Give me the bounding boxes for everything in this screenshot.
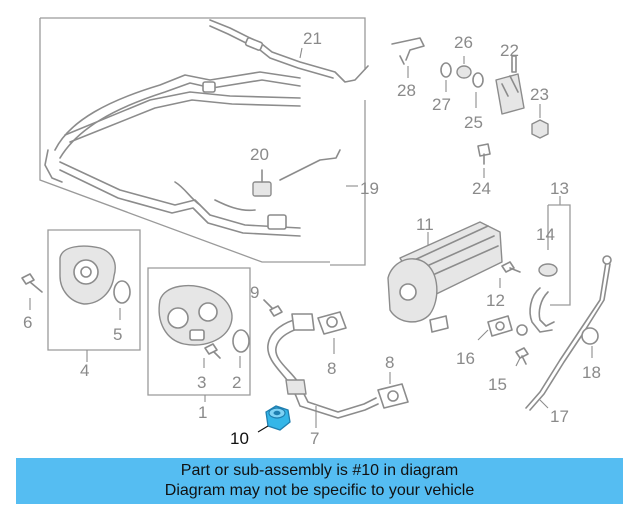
callout-10: 10 (230, 429, 249, 448)
part-17-tube (525, 255, 612, 411)
part-6-bolt (21, 273, 43, 293)
part-10-nut-hole (273, 410, 281, 416)
callout-11: 11 (416, 215, 434, 234)
part-20-sensor (252, 169, 272, 197)
callout-2: 2 (232, 373, 241, 392)
part-8b-gasket (377, 383, 409, 409)
callout-22: 22 (500, 41, 519, 60)
callout-28: 28 (397, 81, 416, 100)
part-15-bolt (515, 347, 529, 365)
callout-25: 25 (464, 113, 483, 132)
callout-9: 9 (250, 283, 259, 302)
part-12-bolt (501, 261, 521, 273)
leader-16 (477, 329, 489, 341)
banner-line-2: Diagram may not be specific to your vehi… (164, 482, 475, 499)
part-25-washer (472, 72, 484, 88)
part-24-bolt (477, 143, 491, 165)
leader-10 (257, 425, 269, 433)
part-23-nut (531, 119, 549, 139)
part-11-egr-cooler (387, 221, 503, 333)
callout-14: 14 (536, 225, 555, 244)
part-16-gasket (487, 315, 513, 337)
callout-4: 4 (80, 361, 89, 380)
part-housing (158, 284, 233, 346)
bracket-13 (547, 196, 571, 306)
part-21-rod (209, 19, 369, 83)
callout-7: 7 (310, 429, 319, 448)
callout-5: 5 (113, 325, 122, 344)
callout-18: 18 (582, 363, 601, 382)
callout-24: 24 (472, 179, 491, 198)
panel-4-outline (47, 229, 141, 351)
leader-17 (539, 399, 549, 409)
part-2-gasket (232, 329, 250, 353)
part-22-solenoid (495, 55, 525, 115)
part-27-washer (440, 62, 452, 78)
callout-26: 26 (454, 33, 473, 52)
callout-13: 13 (550, 179, 569, 198)
part-3-bolt (204, 343, 221, 359)
leader-21 (299, 47, 303, 59)
callout-3: 3 (197, 373, 206, 392)
info-banner: Part or sub-assembly is #10 in diagram D… (16, 458, 623, 504)
callout-21: 21 (303, 29, 322, 48)
part-9-bolt (263, 299, 283, 317)
callout-23: 23 (530, 85, 549, 104)
banner-line-1: Part or sub-assembly is #10 in diagram (180, 462, 459, 479)
callout-8b: 8 (385, 353, 394, 372)
callout-6: 6 (23, 313, 32, 332)
part-7-egr-pipe (267, 313, 379, 419)
callout-17: 17 (550, 407, 569, 426)
part-8a-gasket (317, 311, 347, 335)
part-14-cap (538, 263, 558, 277)
part-13-hose (516, 287, 555, 336)
part-28-bracket (391, 37, 425, 65)
callout-12: 12 (486, 291, 505, 310)
callout-19: 19 (360, 179, 379, 198)
part-26-grommet (456, 65, 472, 79)
part-10-nut (265, 405, 291, 431)
callout-20: 20 (250, 145, 269, 164)
part-pump-upper (59, 245, 116, 305)
callout-16: 16 (456, 349, 475, 368)
part-18-seal (581, 327, 599, 345)
callout-1: 1 (198, 403, 207, 422)
callout-27: 27 (432, 95, 451, 114)
hose-bundle (44, 71, 341, 237)
part-5-o-ring (113, 280, 131, 304)
callout-8a: 8 (327, 359, 336, 378)
panel-1-outline (147, 267, 251, 396)
callout-15: 15 (488, 375, 507, 394)
panel-19-outline (39, 17, 366, 266)
leader-15 (515, 357, 521, 367)
